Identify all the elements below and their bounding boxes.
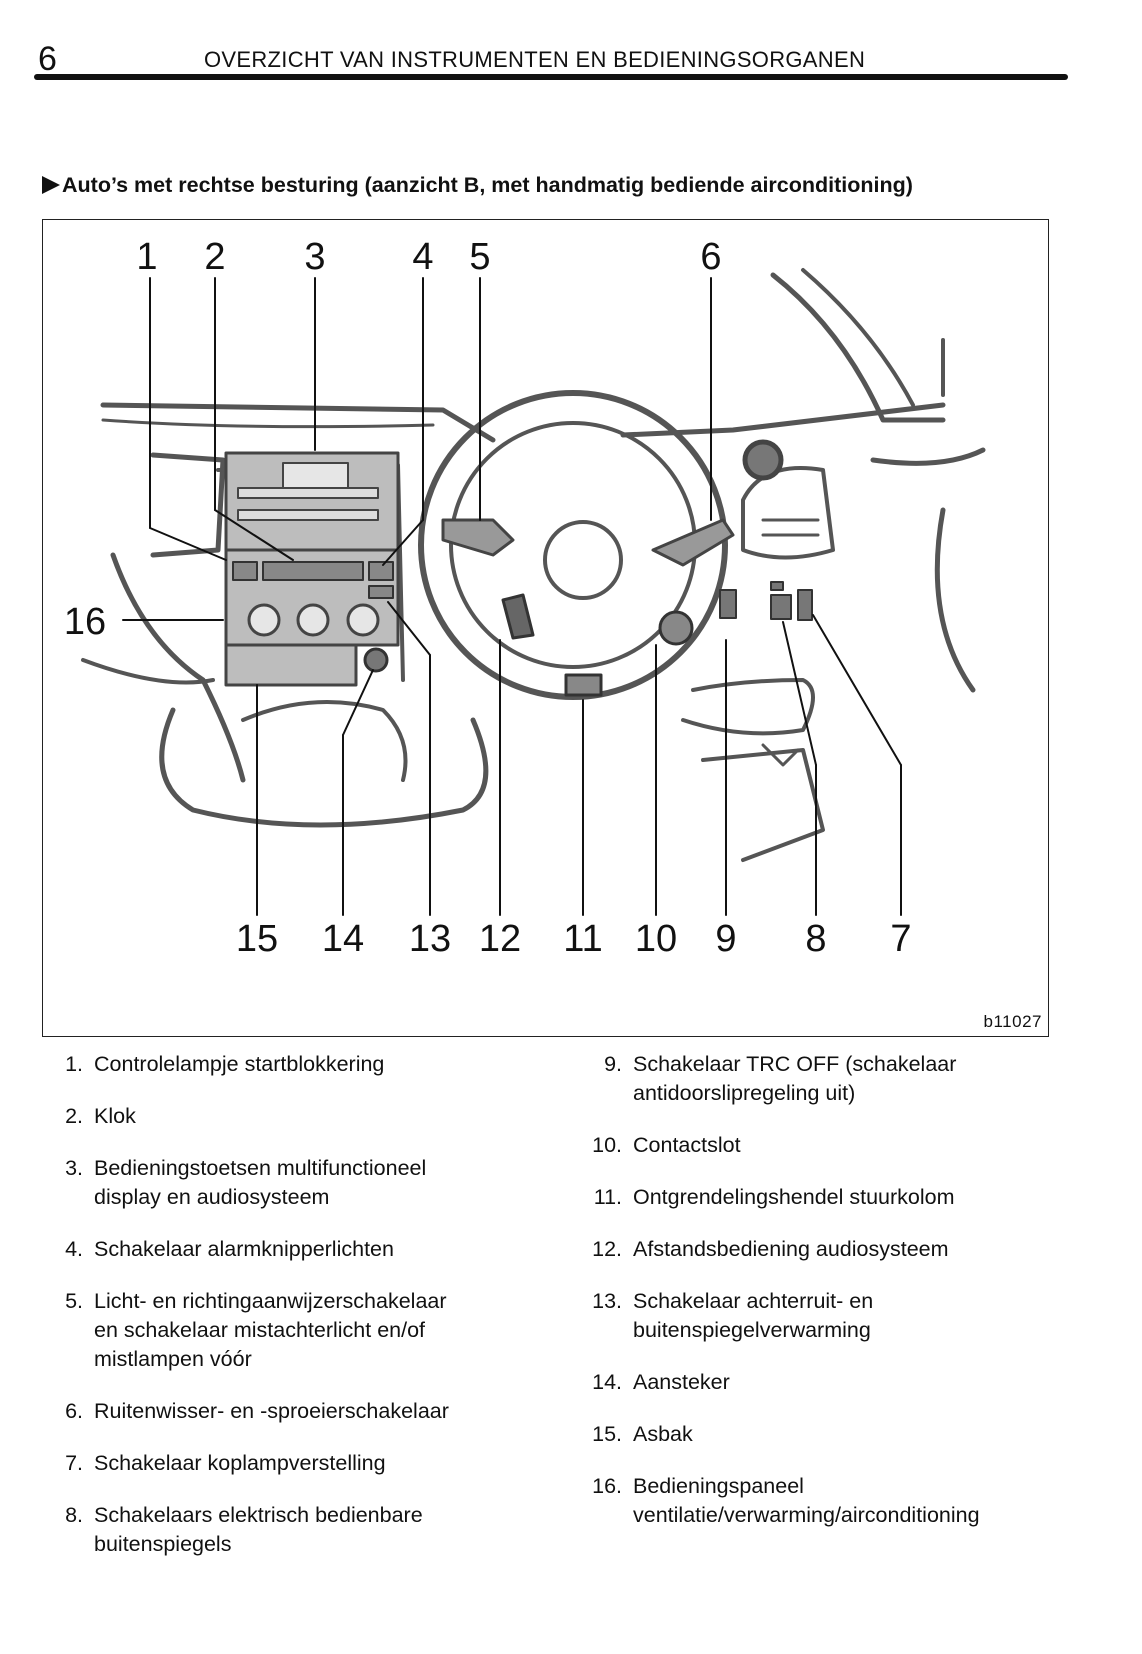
callout-9: 9 — [715, 918, 737, 960]
legend-item: 2. Klok — [46, 1102, 546, 1131]
callout-11: 11 — [563, 918, 603, 960]
triangle-bullet-icon — [42, 176, 60, 194]
legend-text: Schakelaar achterruit- en buitenspiegelv… — [633, 1289, 874, 1342]
legend-text: Bedieningstoetsen multifunctioneel displ… — [94, 1156, 427, 1209]
section-title-text: Auto’s met rechtse besturing (aanzicht B… — [62, 173, 913, 197]
callout-14: 14 — [321, 918, 365, 960]
legend-item: 14. Aansteker — [576, 1368, 1046, 1397]
callout-13: 13 — [408, 918, 452, 960]
figure-id: b11027 — [983, 1012, 1042, 1031]
legend-text: Bedieningspaneel ventilatie/verwarming/a… — [633, 1474, 980, 1527]
callout-8: 8 — [805, 918, 827, 960]
legend-number: 13. — [592, 1289, 622, 1313]
legend-number: 2. — [65, 1104, 83, 1128]
legend-item: 6. Ruitenwisser- en -sproeierschakelaar — [46, 1397, 546, 1426]
page-number: 6 — [38, 40, 57, 78]
legend-number: 8. — [65, 1503, 83, 1527]
legend-item: 13. Schakelaar achterruit- en buitenspieg… — [576, 1287, 1046, 1345]
legend-right-column: 9. Schakelaar TRC OFF (schakelaar antidoo… — [576, 1050, 1046, 1553]
legend-text: Contactslot — [633, 1133, 741, 1157]
legend-left-column: 1.Controlelampje startblokkering 2.Klok … — [46, 1050, 546, 1582]
callout-4: 4 — [412, 236, 434, 278]
legend-text: Controlelampje startblokkering — [94, 1052, 385, 1076]
legend-text: Aansteker — [633, 1370, 730, 1394]
legend-text: Licht- en richtingaanwijzerschakelaar en… — [94, 1289, 447, 1371]
legend-number: 14. — [592, 1370, 622, 1394]
header-rule — [34, 74, 1068, 80]
legend-item: 7. Schakelaar koplampverstelling — [46, 1449, 546, 1478]
legend-text: Ontgrendelingshendel stuurkolom — [633, 1185, 955, 1209]
legend-number: 5. — [65, 1289, 83, 1313]
callout-12: 12 — [478, 918, 522, 960]
legend-item: 9. Schakelaar TRC OFF (schakelaar antidoo… — [576, 1050, 1046, 1108]
legend-number: 9. — [604, 1052, 622, 1076]
legend-text: Asbak — [633, 1422, 693, 1446]
page-header: 6 OVERZICHT VAN INSTRUMENTEN EN BEDIENIN… — [34, 38, 1068, 84]
legend-item: 10. Contactslot — [576, 1131, 1046, 1160]
legend-item: 5. Licht- en richtingaanwijzerschakelaar … — [46, 1287, 546, 1374]
callout-2: 2 — [204, 236, 226, 278]
legend-number: 16. — [592, 1474, 622, 1498]
callout-15: 15 — [235, 918, 279, 960]
legend-text: Ruitenwisser- en -sproeierschakelaar — [94, 1399, 449, 1423]
legend-item: 8. Schakelaars elektrisch bedienbare buit… — [46, 1501, 546, 1559]
legend-text: Schakelaar koplampverstelling — [94, 1451, 386, 1475]
legend-number: 12. — [592, 1237, 622, 1261]
callout-7: 7 — [890, 918, 912, 960]
legend-item: 4. Schakelaar alarmknipperlichten — [46, 1235, 546, 1264]
legend-item: 3. Bedieningstoetsen multifunctioneel dis… — [46, 1154, 546, 1212]
legend-number: 11. — [593, 1185, 622, 1209]
section-title: Auto’s met rechtse besturing (aanzicht B… — [42, 173, 913, 198]
legend-item: 15. Asbak — [576, 1420, 1046, 1449]
dashboard-figure: 1 2 3 4 5 6 16 15 14 13 12 11 10 9 8 7 b… — [42, 219, 1049, 1037]
callout-10: 10 — [634, 918, 678, 960]
legend-text: Schakelaar alarmknipperlichten — [94, 1237, 394, 1261]
legend-text: Klok — [94, 1104, 136, 1128]
callout-16: 16 — [63, 601, 107, 643]
legend-number: 1. — [65, 1052, 83, 1076]
legend-number: 7. — [65, 1451, 83, 1475]
legend-number: 15. — [592, 1422, 622, 1446]
dashboard-illustration — [81, 268, 986, 916]
legend-text: Schakelaars elektrisch bedienbare buiten… — [94, 1503, 423, 1556]
legend-item: 11. Ontgrendelingshendel stuurkolom — [576, 1183, 1046, 1212]
legend-item: 16. Bedieningspaneel ventilatie/verwarmin… — [576, 1472, 1046, 1530]
callout-3: 3 — [304, 236, 326, 278]
legend-number: 4. — [65, 1237, 83, 1261]
callout-6: 6 — [700, 236, 722, 278]
legend-item: 1. Controlelampje startblokkering — [46, 1050, 546, 1079]
legend-item: 12. Afstandsbediening audiosysteem — [576, 1235, 1046, 1264]
callout-5: 5 — [469, 236, 491, 278]
header-title: OVERZICHT VAN INSTRUMENTEN EN BEDIENINGS… — [204, 47, 866, 72]
legend-text: Afstandsbediening audiosysteem — [633, 1237, 949, 1261]
legend-number: 10. — [592, 1133, 622, 1157]
legend-text: Schakelaar TRC OFF (schakelaar antidoors… — [633, 1052, 957, 1105]
legend-number: 6. — [65, 1399, 83, 1423]
legend-number: 3. — [65, 1156, 83, 1180]
callout-1: 1 — [136, 236, 158, 278]
